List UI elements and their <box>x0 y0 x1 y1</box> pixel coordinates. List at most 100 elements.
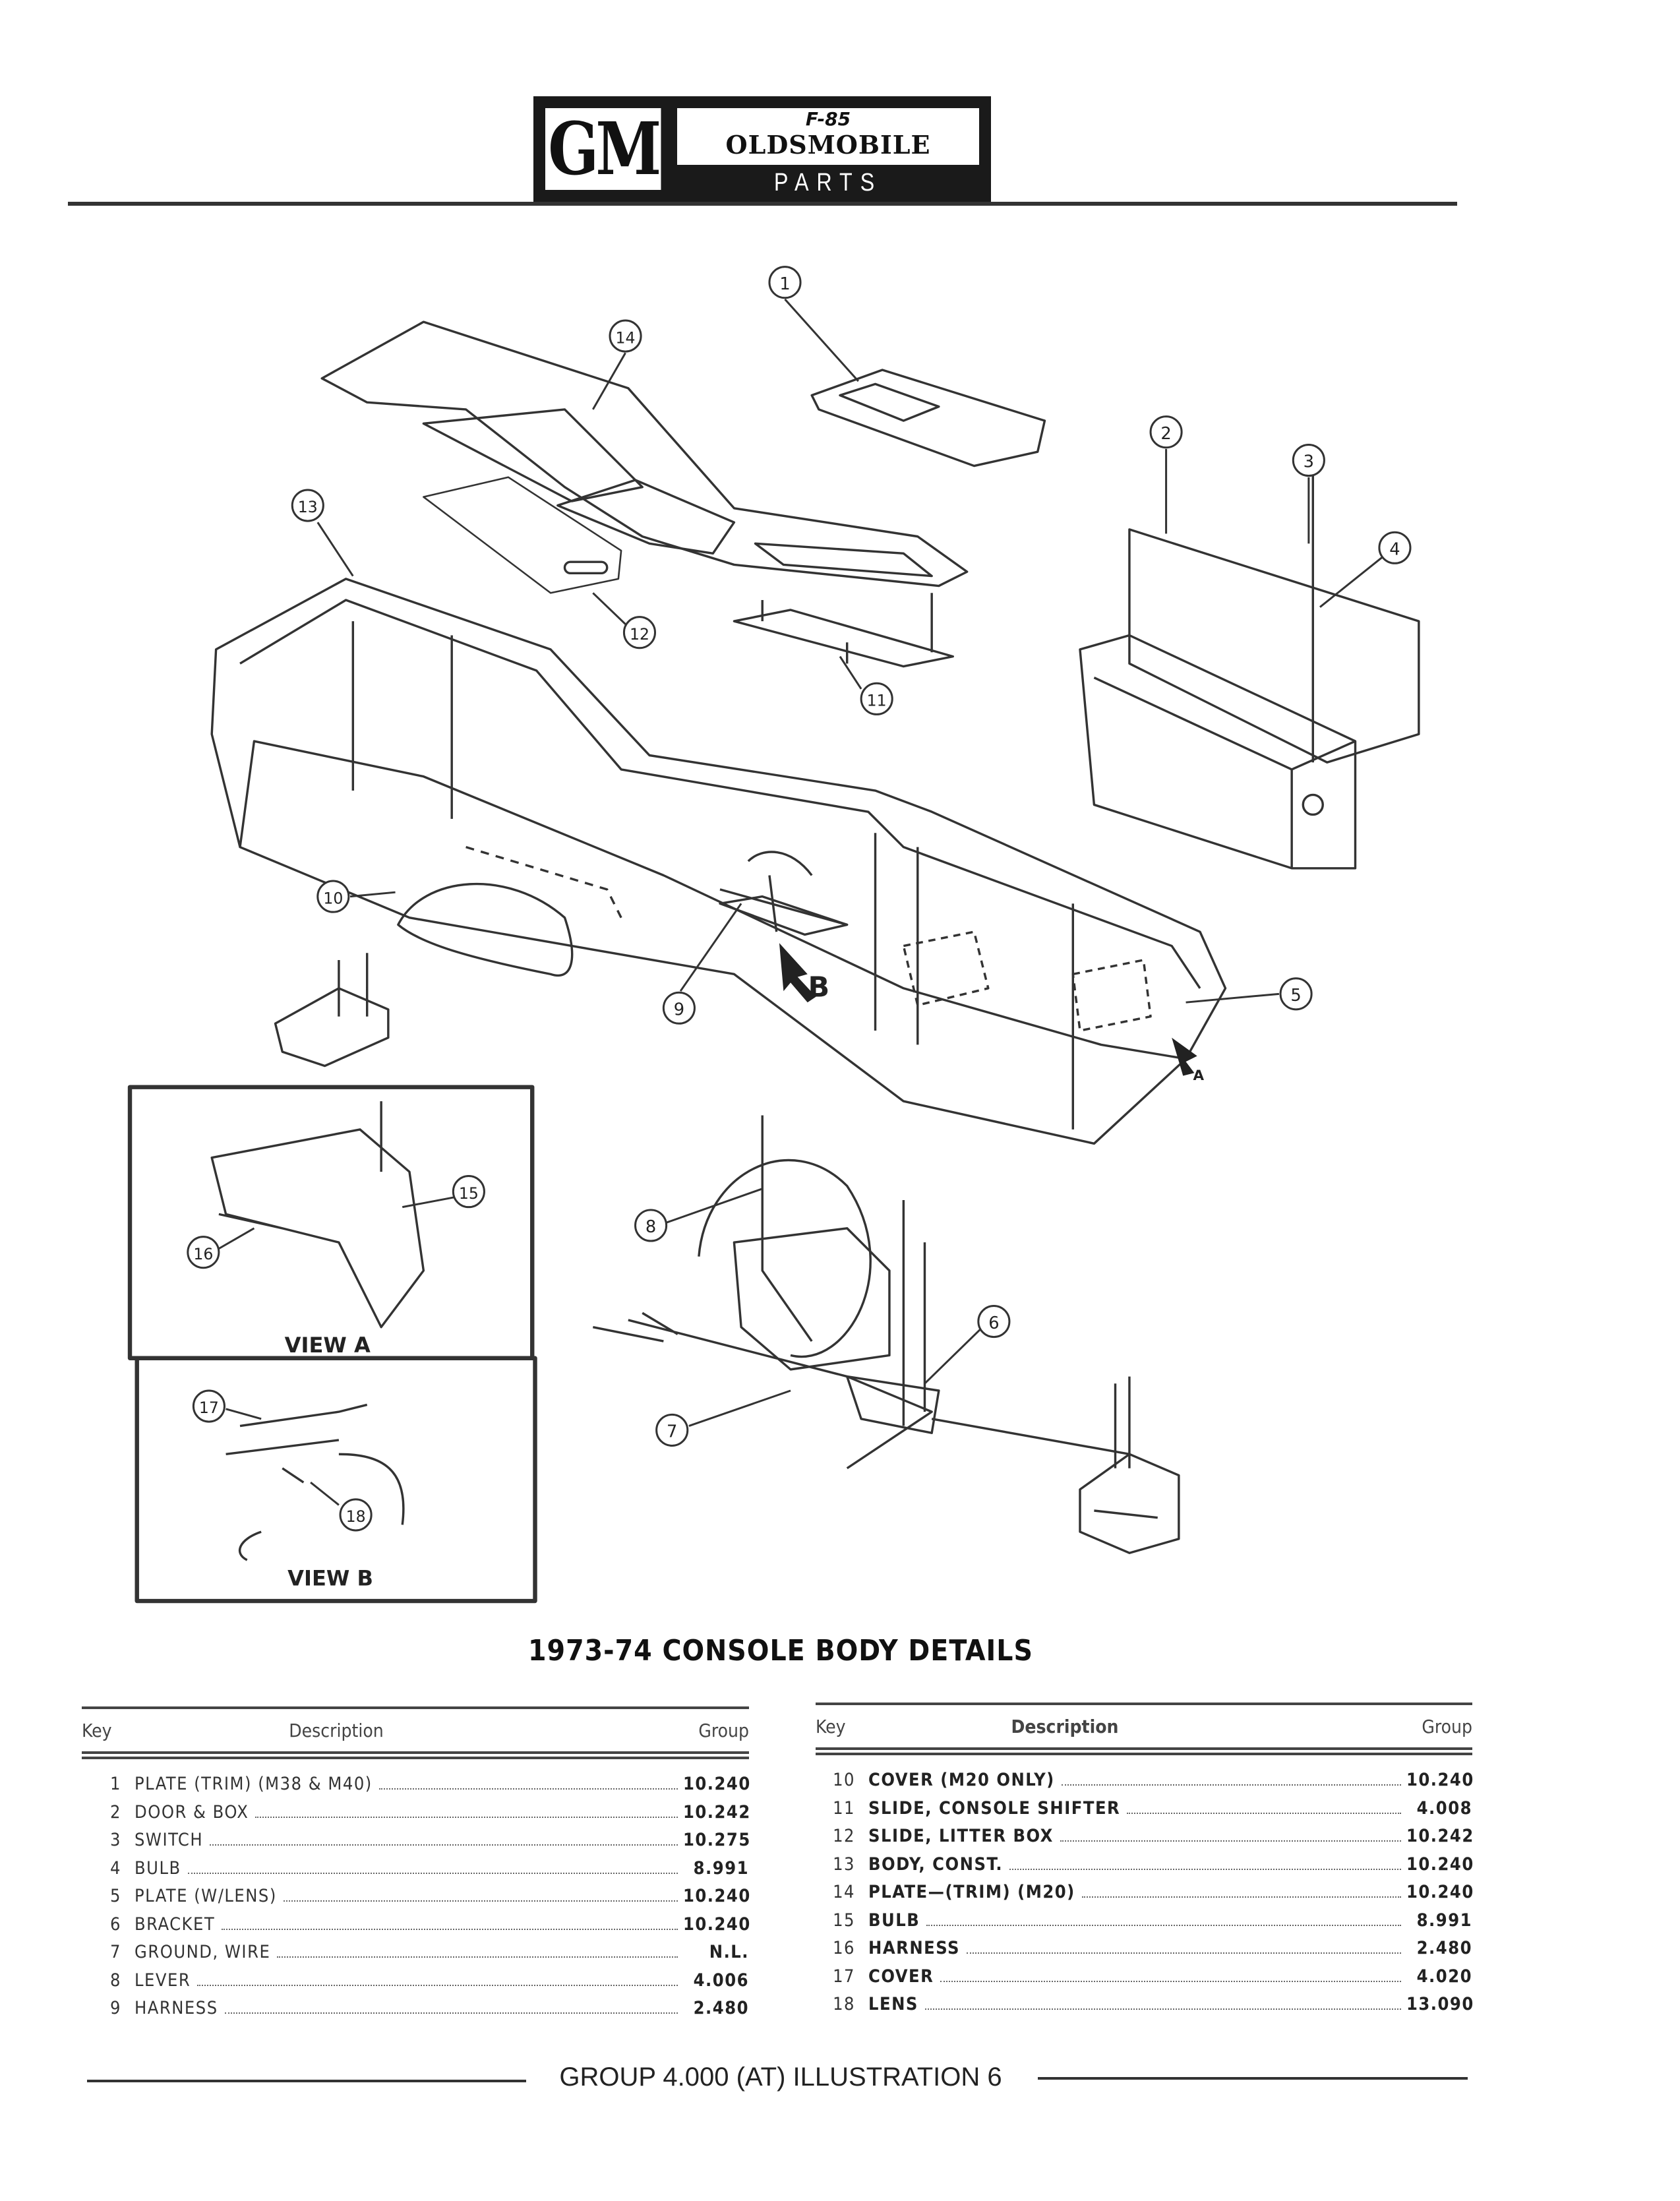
view-a-arrow-icon <box>1172 1037 1197 1076</box>
dot-leader <box>210 1844 678 1846</box>
part-description: GROUND, WIRE <box>135 1942 271 1962</box>
gm-oldsmobile-logo: GM F-85 OLDSMOBILE PARTS CATALOGUE <box>533 96 991 229</box>
svg-text:4: 4 <box>1389 539 1400 559</box>
footer-rule-right <box>1038 2077 1468 2080</box>
table-row: 13 BODY, CONST. 10.240 <box>816 1854 1474 1883</box>
svg-text:6: 6 <box>988 1313 999 1333</box>
svg-text:3: 3 <box>1304 452 1314 472</box>
header-rule <box>82 1751 749 1754</box>
callout-3: 3 <box>1292 443 1325 477</box>
part-key: 17 <box>833 1966 855 1987</box>
svg-text:1: 1 <box>779 274 790 294</box>
dot-leader <box>283 1900 678 1902</box>
part-description: DOOR & BOX <box>135 1801 249 1823</box>
part-group: 2.480 <box>1416 1938 1472 1958</box>
dot-leader <box>277 1956 678 1958</box>
header-key: Key <box>82 1719 112 1741</box>
svg-text:13: 13 <box>298 498 318 516</box>
part-description: BODY, CONST. <box>868 1854 1004 1875</box>
part-key: 5 <box>110 1886 121 1906</box>
table-header: Key Description Group <box>816 1705 1472 1747</box>
header-group: Group <box>698 1719 749 1741</box>
logo-subtitle: PARTS CATALOGUE <box>729 169 928 229</box>
dot-leader <box>224 2012 678 2014</box>
svg-text:7: 7 <box>667 1422 677 1442</box>
dot-leader <box>197 1984 678 1986</box>
svg-text:11: 11 <box>867 692 887 710</box>
part-group: 10.240 <box>683 1774 751 1794</box>
part-group: 2.480 <box>693 1998 749 2018</box>
header-key: Key <box>816 1715 846 1737</box>
harness-drawing <box>719 851 848 932</box>
callout-8: 8 <box>634 1209 668 1242</box>
callout-6: 6 <box>977 1305 1011 1339</box>
view-b-label: VIEW B <box>287 1565 373 1590</box>
part-key: 8 <box>110 1970 121 1991</box>
callout-12: 12 <box>622 616 657 649</box>
part-description: BULB <box>868 1910 920 1931</box>
dot-leader <box>1127 1812 1401 1814</box>
dot-leader <box>926 1924 1401 1926</box>
callout-10: 10 <box>316 880 350 913</box>
callout-13: 13 <box>291 489 324 522</box>
dot-leader <box>1009 1868 1401 1870</box>
part-key: 3 <box>110 1830 121 1850</box>
view-b-frame <box>135 1356 537 1604</box>
header-rule-2 <box>82 1757 749 1759</box>
dot-leader <box>924 2008 1401 2010</box>
part-description: HARNESS <box>135 1998 218 2018</box>
dot-leader <box>222 1928 678 1930</box>
dot-leader <box>1081 1896 1401 1898</box>
dot-leader <box>1060 1840 1401 1842</box>
part-key: 11 <box>833 1797 855 1819</box>
part-key: 9 <box>110 1998 121 2018</box>
footer-illustration-ref: GROUP 4.000 (AT) ILLUSTRATION 6 <box>0 2063 1561 2092</box>
part-description: COVER <box>868 1966 934 1987</box>
part-description: LENS <box>868 1994 918 2014</box>
part-description: PLATE (TRIM) (M38 & M40) <box>135 1774 373 1794</box>
callout-14: 14 <box>609 319 642 353</box>
part-group: 8.991 <box>1416 1910 1472 1931</box>
door-and-box-drawing <box>1079 466 1420 870</box>
part-key: 7 <box>110 1942 121 1962</box>
part-group: 13.090 <box>1406 1994 1474 2014</box>
callout-17: 17 <box>192 1389 225 1423</box>
part-description: SLIDE, CONSOLE SHIFTER <box>868 1797 1121 1819</box>
svg-text:16: 16 <box>193 1245 213 1263</box>
view-b-arrow-icon <box>779 943 816 1003</box>
svg-text:17: 17 <box>199 1399 219 1417</box>
part-key: 2 <box>110 1801 121 1823</box>
part-group: 10.240 <box>1406 1854 1474 1875</box>
table-row: 2 DOOR & BOX 10.242 <box>82 1801 751 1830</box>
part-key: 13 <box>833 1854 855 1875</box>
part-description: HARNESS <box>868 1938 961 1958</box>
svg-text:10: 10 <box>323 889 343 907</box>
shifter-slide-drawing <box>733 593 955 668</box>
svg-text:9: 9 <box>674 1000 684 1019</box>
marker-a: A <box>1193 1068 1205 1084</box>
part-key: 12 <box>833 1826 855 1846</box>
part-group: 10.240 <box>1406 1882 1474 1902</box>
part-description: PLATE—(TRIM) (M20) <box>868 1882 1075 1902</box>
part-group: 4.006 <box>693 1970 749 1991</box>
part-description: SLIDE, LITTER BOX <box>868 1826 1054 1846</box>
part-description: SWITCH <box>135 1830 204 1850</box>
table-header: Key Description Group <box>82 1709 749 1751</box>
dot-leader <box>255 1816 678 1818</box>
part-group: 10.242 <box>683 1801 751 1823</box>
view-a-label: VIEW A <box>285 1333 371 1358</box>
footer-rule-left <box>87 2080 526 2082</box>
plate-trim-m20-drawing <box>320 320 969 594</box>
